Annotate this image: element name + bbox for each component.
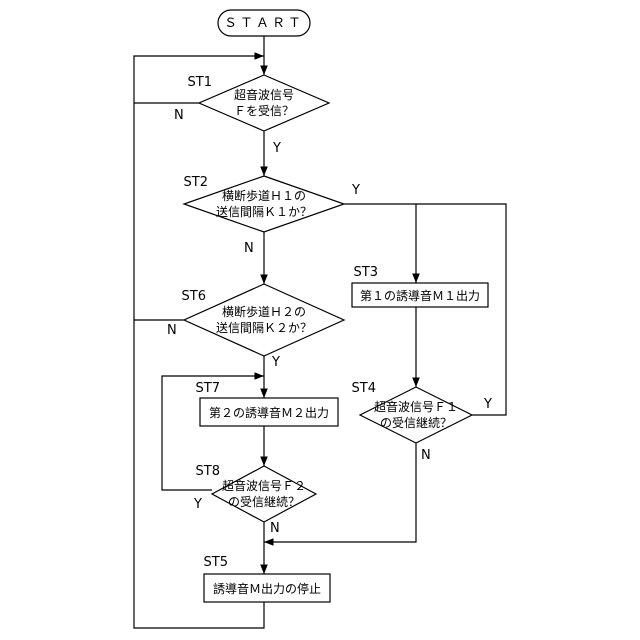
st3-step-label: ST3 [354,265,378,280]
st8-yes-label: Y [193,497,202,512]
st8-text-line1: 超音波信号Ｆ２ [222,478,306,493]
st4-text-line2: の受信継続？ [380,415,452,430]
st4-text-line1: 超音波信号Ｆ１ [374,399,458,414]
start-label: ＳＴＡＲＴ [224,16,304,31]
st6-step-label: ST6 [182,289,206,304]
st6-text-line2: 送信間隔Ｋ２か？ [216,320,312,335]
st4-no-label: N [421,448,431,463]
st1-decision: 超音波信号 Ｆを受信？ ST1 N Y [174,75,329,156]
st8-step-label: ST8 [196,464,220,479]
st6-diamond [184,284,344,356]
st1-step-label: ST1 [188,75,212,90]
st5-step-label: ST5 [204,555,228,570]
st2-text-line2: 送信間隔Ｋ１か？ [216,204,312,219]
st1-yes-label: Y [272,141,281,156]
st1-text-line1: 超音波信号 [234,87,294,102]
st4-decision: 超音波信号Ｆ１ の受信継続？ ST4 Y N [352,381,492,463]
st2-step-label: ST2 [184,175,208,190]
st5-process: 誘導音Ｍ出力の停止 ST5 [204,555,330,602]
st2-decision: 横断歩道Ｈ１の 送信間隔Ｋ１か？ ST2 Y N [184,175,360,256]
st6-text-line1: 横断歩道Ｈ２の [222,304,306,319]
st8-text-line2: の受信継続？ [228,494,300,509]
st7-step-label: ST7 [196,381,220,396]
start-terminal: ＳＴＡＲＴ [218,10,310,36]
st5-text: 誘導音Ｍ出力の停止 [213,581,321,596]
st1-diamond [199,75,329,131]
st4-yes-label: Y [483,397,492,412]
st6-decision: 横断歩道Ｈ２の 送信間隔Ｋ２か？ ST6 N Y [167,284,344,370]
st2-diamond [184,176,344,232]
st1-text-line2: Ｆを受信？ [234,104,294,118]
st4-step-label: ST4 [352,381,376,396]
st6-yes-label: Y [271,355,280,370]
st3-text: 第１の誘導音Ｍ１出力 [360,288,480,303]
connectors [134,36,506,628]
st2-text-line1: 横断歩道Ｈ１の [222,188,306,203]
st4-diamond [360,387,472,443]
st8-diamond [212,466,316,522]
st1-no-label: N [174,108,184,123]
st3-process: 第１の誘導音Ｍ１出力 ST3 [352,265,488,307]
st7-text: 第２の誘導音Ｍ２出力 [209,405,329,420]
st8-decision: 超音波信号Ｆ２ の受信継続？ ST8 Y N [193,464,316,536]
st7-process: 第２の誘導音Ｍ２出力 ST7 [196,381,338,426]
edge-st4-yes-loop [416,204,506,415]
st2-no-label: N [244,241,254,256]
st2-yes-label: Y [351,183,360,198]
st8-no-label: N [270,521,280,536]
st6-no-label: N [167,323,177,338]
